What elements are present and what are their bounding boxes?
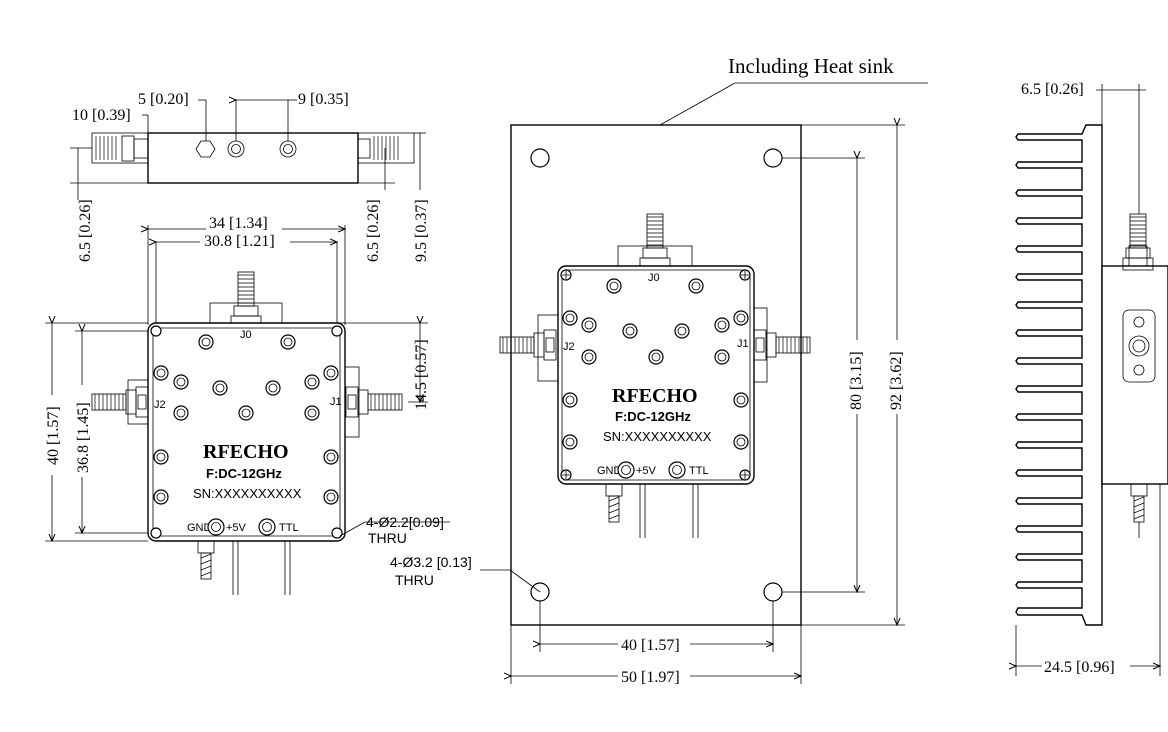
hs-port-j1: J1 bbox=[737, 338, 749, 350]
heatsink-title: Including Heat sink bbox=[728, 54, 894, 78]
side-module-body bbox=[1101, 265, 1168, 485]
front-connector-j1 bbox=[344, 366, 403, 438]
hs-screws bbox=[562, 278, 749, 450]
hs-brand: RFECHO bbox=[612, 385, 698, 407]
dim-side-24-5: 24.5 [0.96] bbox=[1044, 659, 1115, 676]
hs-holes-note: 4-Ø3.2 [0.13] bbox=[390, 554, 472, 570]
front-brand: RFECHO bbox=[203, 441, 289, 463]
dim-top-6-5-right: 6.5 [0.26] bbox=[365, 199, 382, 262]
front-holes-note: 4-Ø2.2[0.09] bbox=[366, 514, 444, 530]
dim-hs-50: 50 [1.97] bbox=[621, 669, 680, 686]
front-connector-j2 bbox=[91, 379, 149, 425]
hs-module-body bbox=[557, 265, 755, 485]
hs-serial: SN:XXXXXXXXXX bbox=[603, 429, 712, 444]
front-body bbox=[147, 322, 346, 542]
dim-top-9: 9 [0.35] bbox=[298, 91, 349, 108]
heatsink-view: Including Heat sink 80 [3.15] 92 [3.62] … bbox=[390, 54, 928, 686]
dim-side-6-5: 6.5 [0.26] bbox=[1021, 81, 1084, 98]
hs-pin-5v-label: +5V bbox=[636, 465, 657, 477]
front-port-j0: J0 bbox=[240, 329, 252, 341]
hs-gnd-stud bbox=[605, 483, 623, 523]
hs-holes-thru: THRU bbox=[395, 572, 434, 588]
dim-front-36-8: 36.8 [1.45] bbox=[75, 402, 92, 473]
hs-freq: F:DC-12GHz bbox=[615, 409, 691, 424]
front-pin-gnd-label: GND bbox=[187, 522, 212, 534]
dim-hs-40: 40 [1.57] bbox=[621, 637, 680, 654]
heatsink-mount-hole bbox=[530, 148, 550, 168]
front-screws bbox=[153, 334, 339, 505]
dim-top-6-5-left: 6.5 [0.26] bbox=[77, 199, 94, 262]
dim-front-30-8: 30.8 [1.21] bbox=[204, 233, 275, 250]
heatsink-fins bbox=[1015, 124, 1103, 626]
hs-port-j0: J0 bbox=[648, 272, 660, 284]
top-view-right-connector bbox=[357, 132, 415, 164]
side-pin-block bbox=[1122, 309, 1156, 383]
side-gnd-stud bbox=[1130, 483, 1148, 523]
front-connector-j0 bbox=[209, 271, 283, 329]
hs-pin-gnd-label: GND bbox=[597, 465, 622, 477]
top-view-left-connector bbox=[91, 132, 149, 164]
hs-pin-ttl-label: TTL bbox=[689, 465, 709, 477]
front-mount-hole bbox=[150, 325, 162, 337]
hs-port-j2: J2 bbox=[563, 341, 575, 353]
front-port-j1: J1 bbox=[330, 396, 342, 408]
dim-front-40: 40 [1.57] bbox=[45, 406, 62, 465]
dim-front-34: 34 [1.34] bbox=[209, 215, 268, 232]
side-view: 6.5 [0.26] 24.5 [0.96] bbox=[1016, 81, 1168, 676]
dim-top-10: 10 [0.39] bbox=[72, 107, 131, 124]
front-pin-5v-label: +5V bbox=[226, 522, 247, 534]
dim-hs-80: 80 [3.15] bbox=[848, 351, 865, 410]
front-freq: F:DC-12GHz bbox=[206, 466, 282, 481]
dim-front-14-5: 14.5 [0.57] bbox=[413, 339, 430, 410]
front-gnd-stud bbox=[197, 540, 215, 580]
front-view: 34 [1.34] 30.8 [1.21] 40 [1.57] 36.8 [1.… bbox=[43, 215, 450, 595]
dim-hs-92: 92 [3.62] bbox=[888, 351, 905, 410]
dim-top-9-5: 9.5 [0.37] bbox=[413, 199, 430, 262]
top-view-body bbox=[147, 132, 359, 184]
dim-top-5: 5 [0.20] bbox=[138, 91, 189, 108]
side-connector-j0 bbox=[1122, 213, 1154, 271]
front-pin-ttl-label: TTL bbox=[279, 522, 299, 534]
front-holes-thru: THRU bbox=[368, 530, 407, 546]
top-view: 10 [0.39] 5 [0.20] 9 [0.35] 6.5 [0.26] 6… bbox=[70, 91, 430, 262]
front-port-j2: J2 bbox=[154, 399, 166, 411]
top-view-hex-nut bbox=[195, 140, 216, 158]
front-serial: SN:XXXXXXXXXX bbox=[193, 486, 302, 501]
